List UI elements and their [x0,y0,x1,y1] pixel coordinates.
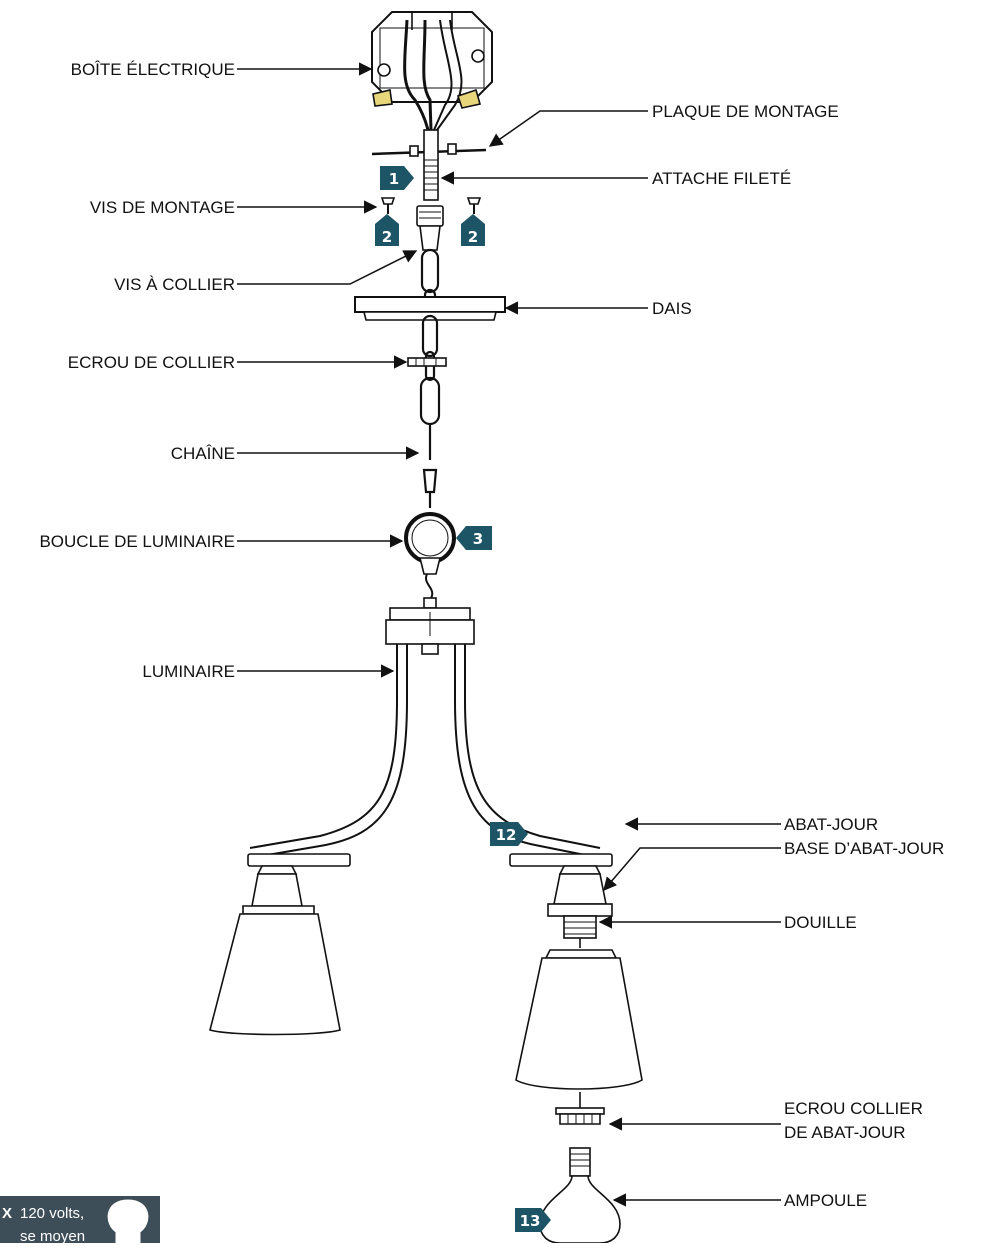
label-ampoule: AMPOULE [784,1191,867,1210]
badge-step-2-left: 2 [375,214,399,246]
electrical-box [371,11,493,131]
label-plaque-de-montage: PLAQUE DE MONTAGE [652,102,839,121]
step-badges: 1 2 2 3 12 13 [375,166,551,1232]
collar-nut [407,357,447,367]
right-shade [515,949,643,1108]
svg-text:2: 2 [468,228,478,246]
note-line2: se moyen [20,1228,85,1243]
svg-text:3: 3 [473,530,483,548]
label-abat-jour: ABAT-JOUR [784,815,878,834]
svg-text:12: 12 [496,826,517,844]
chain-lower [419,314,441,508]
svg-text:2: 2 [382,228,392,246]
right-shade-base [547,865,613,917]
label-chaine: CHAÎNE [171,444,235,463]
label-luminaire: LUMINAIRE [142,662,235,681]
callout-labels: BOÎTE ÉLECTRIQUE PLAQUE DE MONTAGE ATTAC… [39,60,944,1210]
label-boite-electrique: BOÎTE ÉLECTRIQUE [71,60,235,79]
svg-text:13: 13 [520,1212,541,1230]
svg-text:1: 1 [389,170,399,188]
badge-step-2-right: 2 [461,214,485,246]
left-shade [209,865,341,1036]
label-boucle-de-luminaire: BOUCLE DE LUMINAIRE [39,532,235,551]
label-ecrou-collier-line2: DE ABAT-JOUR [784,1123,906,1142]
label-ecrou-collier-line1: ECROU COLLIER [784,1099,923,1118]
threaded-nipple [423,129,439,201]
light-bulb [539,1147,621,1244]
fixture-body [247,607,613,867]
shade-collar-nut [555,1107,605,1125]
bulb-spec-note: X 120 volts, se moyen [0,1196,160,1245]
fixture-loop [404,512,456,609]
label-vis-a-collier: VIS À COLLIER [114,275,235,294]
bulb-icon [107,1199,149,1244]
collar-loop [416,205,444,251]
leader-lines [237,62,781,1207]
label-base-abat-jour: BASE D’ABAT-JOUR [784,839,944,858]
label-vis-de-montage: VIS DE MONTAGE [90,198,235,217]
mounting-screws [380,197,482,214]
badge-step-13: 13 [515,1208,551,1232]
label-dais: DAIS [652,299,692,318]
badge-step-12: 12 [490,822,528,846]
label-ecrou-de-collier: ECROU DE COLLIER [68,353,235,372]
badge-step-1: 1 [380,166,414,190]
note-line1-bold: X [2,1205,12,1222]
badge-step-3: 3 [456,526,492,550]
note-line1: 120 volts, [20,1205,84,1222]
socket [563,915,597,948]
label-attache-filete: ATTACHE FILETÉ [652,169,791,188]
label-douille: DOUILLE [784,913,857,932]
fixture-illustration [209,11,643,1244]
